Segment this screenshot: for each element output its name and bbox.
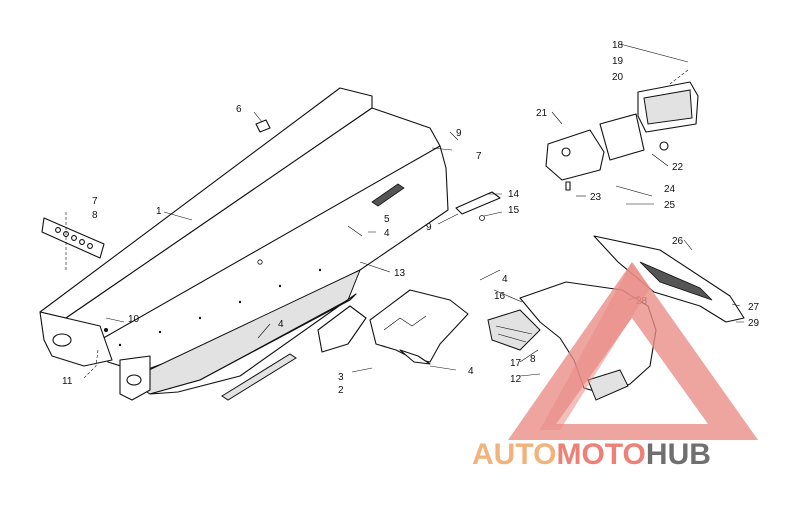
callout-11: 11 (62, 376, 73, 387)
callout-4d: 4 (502, 274, 508, 285)
callout-16: 16 (494, 291, 506, 302)
callout-4a: 4 (278, 319, 284, 330)
watermark: AUTOMOTOHUB (472, 262, 758, 471)
tunnel-assembly (39, 87, 449, 401)
callout-numbers: 1 2 3 4 4 4 4 5 6 7 7 8 8 9 9 10 11 12 1… (62, 40, 760, 396)
callout-4b: 4 (384, 228, 390, 239)
callout-24: 24 (664, 184, 676, 195)
callout-23: 23 (590, 192, 602, 203)
callout-13: 13 (394, 268, 406, 279)
rear-flap-27 (593, 235, 745, 323)
callout-26: 26 (672, 236, 684, 247)
callout-8a: 8 (92, 210, 98, 221)
tail-light-housing-21 (545, 129, 605, 181)
watermark-auto: AUTO (472, 438, 556, 471)
tail-light-lens-19 (637, 81, 699, 133)
callout-17: 17 (510, 358, 522, 369)
callout-15: 15 (508, 205, 520, 216)
callout-8b: 8 (530, 354, 536, 365)
callout-1: 1 (156, 206, 162, 217)
watermark-logo-text: AUTOMOTOHUB (472, 438, 711, 471)
snowflap-bracket-2 (369, 289, 469, 365)
callout-29: 29 (748, 318, 760, 329)
callout-25: 25 (664, 200, 676, 211)
callout-22: 22 (672, 162, 684, 173)
leader-lines (65, 43, 744, 379)
callout-12: 12 (510, 374, 522, 385)
reflector-14 (455, 191, 501, 215)
watermark-hub: HUB (646, 438, 711, 471)
grommet-22 (659, 141, 669, 151)
callout-7a: 7 (92, 196, 98, 207)
plate-6 (255, 119, 271, 133)
callout-9a: 9 (456, 128, 462, 139)
callout-14: 14 (508, 189, 520, 200)
watermark-moto: MOTO (556, 438, 645, 471)
callout-10: 10 (128, 314, 140, 325)
callout-18: 18 (612, 40, 624, 51)
callout-21: 21 (536, 108, 548, 119)
callout-27: 27 (748, 302, 760, 313)
callout-5: 5 (384, 214, 390, 225)
gasket-20 (599, 113, 645, 161)
callout-6: 6 (236, 104, 242, 115)
screw-23 (565, 181, 571, 191)
callout-9b: 9 (426, 222, 432, 233)
callout-3: 3 (338, 372, 344, 383)
callout-19: 19 (612, 56, 624, 67)
callout-2: 2 (338, 385, 344, 396)
mount-plate-3 (317, 305, 367, 353)
callout-4c: 4 (468, 366, 474, 377)
callout-20: 20 (612, 72, 624, 83)
callout-7b: 7 (476, 151, 482, 162)
perforated-bracket-8 (41, 217, 105, 259)
